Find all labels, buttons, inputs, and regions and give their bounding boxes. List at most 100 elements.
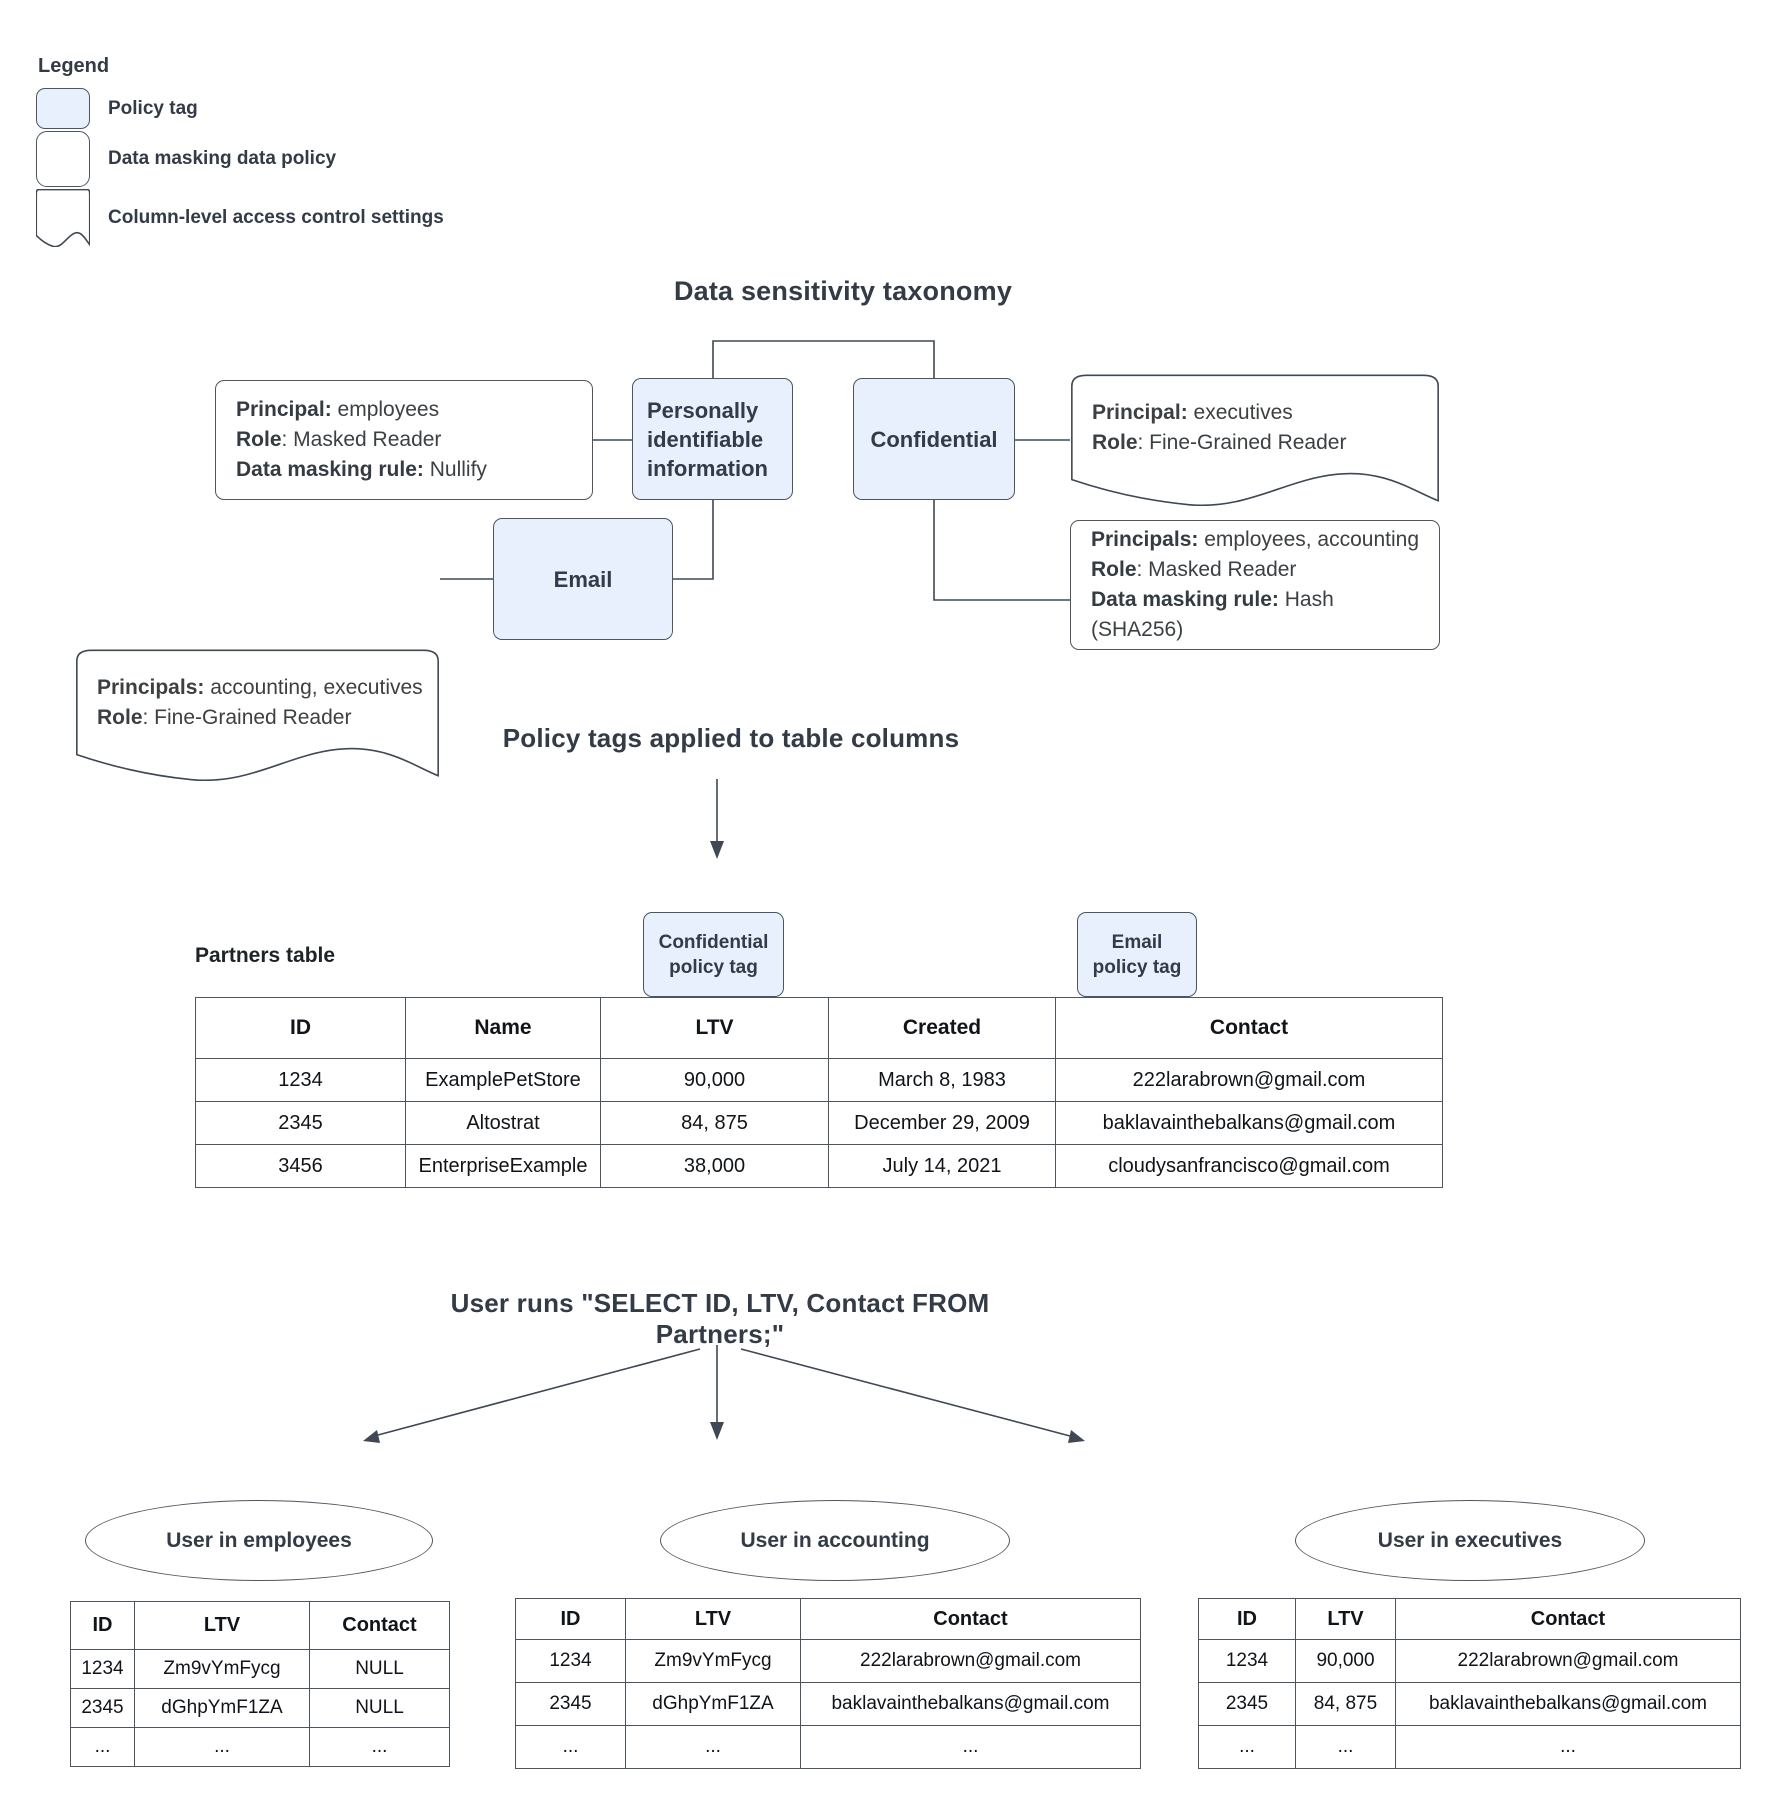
table-cell: dGhpYmF1ZA xyxy=(625,1682,801,1726)
table-cell: December 29, 2009 xyxy=(828,1101,1056,1145)
column-header: ID xyxy=(195,997,406,1059)
arrow-query-to-executives xyxy=(740,1348,1071,1437)
column-header: LTV xyxy=(625,1598,801,1640)
table-cell: ... xyxy=(1198,1725,1296,1769)
table-cell: ExamplePetStore xyxy=(405,1058,601,1102)
table-cell: baklavainthebalkans@gmail.com xyxy=(1395,1682,1741,1726)
table-cell: 1234 xyxy=(70,1649,135,1689)
arrowhead-executives xyxy=(1068,1430,1085,1443)
policy-tag-pii-label: Personally identifiable information xyxy=(647,397,768,481)
user-in-executives-ellipse: User in executives xyxy=(1295,1500,1645,1581)
table-cell: 2345 xyxy=(70,1688,135,1728)
column-header: Created xyxy=(828,997,1056,1059)
user-in-accounting-ellipse: User in accounting xyxy=(660,1500,1010,1581)
table-cell: 38,000 xyxy=(600,1144,829,1188)
table-cell: 3456 xyxy=(195,1144,406,1188)
table-cell: ... xyxy=(1295,1725,1396,1769)
policy-tag-email-label: Email xyxy=(553,566,613,592)
policy-text-line: Data masking rule: Hash (SHA256) xyxy=(1091,588,1334,641)
column-header: ID xyxy=(70,1601,135,1650)
table-cell: July 14, 2021 xyxy=(828,1144,1056,1188)
table-cell: EnterpriseExample xyxy=(405,1144,601,1188)
table-cell: Altostrat xyxy=(405,1101,601,1145)
email-policy-tag-callout: Email policy tag xyxy=(1077,912,1197,997)
column-header: Contact xyxy=(309,1601,450,1650)
table-cell: 1234 xyxy=(1198,1639,1296,1683)
connector-confidential-to-hash xyxy=(933,500,1070,601)
table-row: ......... xyxy=(515,1725,1141,1769)
column-header: Contact xyxy=(1395,1598,1741,1640)
legend-title: Legend xyxy=(38,55,110,77)
policy-tag-swatch-icon xyxy=(36,88,90,129)
table-cell: 84, 875 xyxy=(1295,1682,1396,1726)
table-cell: 2345 xyxy=(515,1682,626,1726)
confidential-policy-tag-callout: Confidential policy tag xyxy=(643,912,784,997)
column-header: Name xyxy=(405,997,601,1059)
table-cell: baklavainthebalkans@gmail.com xyxy=(800,1682,1141,1726)
arrowhead-employees xyxy=(363,1430,380,1443)
table-row: ......... xyxy=(70,1727,450,1767)
policy-tag-confidential-label: Confidential xyxy=(870,426,998,452)
column-header: LTV xyxy=(600,997,829,1059)
table-cell: ... xyxy=(625,1725,801,1769)
table-cell: 222larabrown@gmail.com xyxy=(1055,1058,1443,1102)
legend-item-label: Policy tag xyxy=(108,97,198,119)
legend-item-label: Column-level access control settings xyxy=(108,207,444,228)
legend-item-data-policy: Data masking data policy xyxy=(36,131,336,187)
table-cell: Zm9vYmFycg xyxy=(625,1639,801,1683)
table-cell: cloudysanfrancisco@gmail.com xyxy=(1055,1144,1443,1188)
table-cell: ... xyxy=(134,1727,310,1767)
table-cell: 2345 xyxy=(195,1101,406,1145)
column-header: ID xyxy=(515,1598,626,1640)
policy-text-line: Principal: executives xyxy=(1092,401,1293,424)
column-header: LTV xyxy=(1295,1598,1396,1640)
table-cell: 1234 xyxy=(515,1639,626,1683)
policy-text-line: Role: Fine-Grained Reader xyxy=(97,706,352,729)
table-cell: 1234 xyxy=(195,1058,406,1102)
taxonomy-title: Data sensitivity taxonomy xyxy=(673,276,1013,306)
user-in-employees-ellipse: User in employees xyxy=(85,1500,433,1581)
policy-tag-pii: Personally identifiable information xyxy=(632,378,793,500)
arrow-query-to-employees xyxy=(377,1348,701,1436)
policy-tag-confidential: Confidential xyxy=(853,378,1015,500)
table-cell: 84, 875 xyxy=(600,1101,829,1145)
table-cell: 2345 xyxy=(1198,1682,1296,1726)
table-row: ......... xyxy=(1198,1725,1741,1769)
table-cell: ... xyxy=(515,1725,626,1769)
policy-text-line: Role: Fine-Grained Reader xyxy=(1092,431,1347,454)
arrowhead-policy-to-table xyxy=(710,841,724,859)
policy-tag-email: Email xyxy=(493,518,673,640)
column-header: Contact xyxy=(1055,997,1443,1059)
table-cell: ... xyxy=(309,1727,450,1767)
policy-text-line: Role: Masked Reader xyxy=(1091,558,1297,581)
user-in-employees-label: User in employees xyxy=(166,1528,352,1552)
table-cell: baklavainthebalkans@gmail.com xyxy=(1055,1101,1443,1145)
query-title: User runs "SELECT ID, LTV, Contact FROM … xyxy=(450,1288,990,1349)
table-cell: ... xyxy=(800,1725,1141,1769)
table-cell: Zm9vYmFycg xyxy=(134,1649,310,1689)
data-masking-policy-swatch-icon xyxy=(36,131,90,187)
user-in-executives-label: User in executives xyxy=(1377,1528,1563,1552)
policy-section-title: Policy tags applied to table columns xyxy=(502,723,960,753)
table-cell: 222larabrown@gmail.com xyxy=(800,1639,1141,1683)
table-cell: dGhpYmF1ZA xyxy=(134,1688,310,1728)
connector-pii-to-confidential xyxy=(712,340,935,378)
